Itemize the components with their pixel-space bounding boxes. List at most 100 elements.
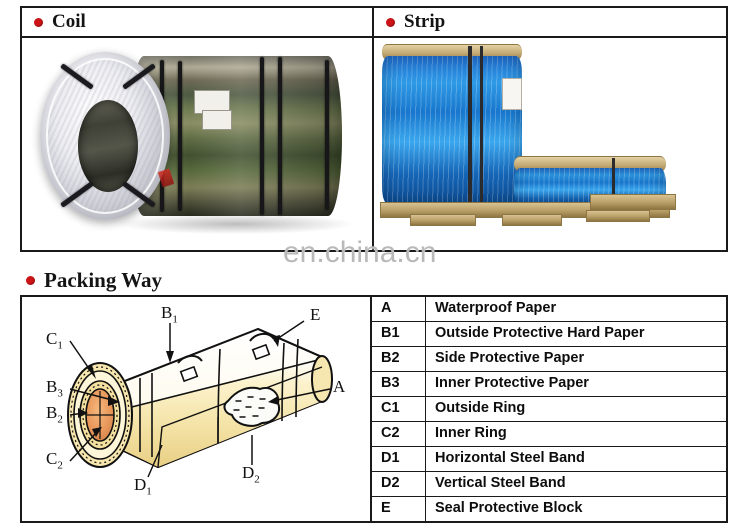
strip-photo (374, 38, 726, 250)
ring-bead-outer (70, 366, 130, 464)
diagram-label-B1: B1 (161, 303, 178, 326)
coil-strap-5 (325, 60, 329, 210)
leader-A (271, 388, 331, 402)
strip-steel-band-1 (468, 46, 472, 204)
legend-code-cell: E (372, 496, 426, 521)
strip-caption-bar: Strip (374, 8, 726, 38)
strip-steel-band-3 (612, 158, 615, 206)
coil-strap-3 (260, 57, 264, 215)
legend-code-cell: B2 (372, 345, 426, 372)
strip-title: Strip (404, 11, 446, 32)
coil-strap-4 (278, 57, 282, 215)
leader-B1-arrow (166, 351, 174, 363)
coil-illustration (22, 38, 372, 250)
diagram-label-E: E (310, 305, 321, 324)
strip-panel: Strip (374, 8, 726, 250)
legend-code-cell: B3 (372, 370, 426, 397)
strip-pallet-foot-1 (410, 214, 476, 226)
coil-panel: Coil (22, 8, 374, 250)
legend-description-cell: Waterproof Paper (425, 297, 726, 322)
packing-diagram-cell: B1 E C1 B3 B2 C2 A D1 D2 (22, 297, 372, 521)
seal-block-1 (179, 365, 199, 383)
legend-code-cell: B1 (372, 320, 426, 347)
ring-line-5 (295, 338, 299, 418)
seal-band-arc-1 (177, 355, 203, 364)
coil-strap-2 (178, 61, 182, 211)
leader-lines (69, 320, 331, 478)
cylinder-group (93, 327, 333, 469)
vertical-band-seam (157, 366, 323, 468)
legend-description-cell: Outside Protective Hard Paper (425, 320, 726, 347)
legend-code-cell: D2 (372, 471, 426, 498)
coil-caption-bar: Coil (22, 8, 372, 38)
strip-illustration (374, 38, 726, 250)
top-photo-panels: Coil (20, 6, 728, 252)
legend-description-cell: Horizontal Steel Band (425, 446, 726, 473)
strip-pallet-right (590, 194, 676, 210)
coil-title: Coil (52, 11, 86, 32)
cylinder-mid-edge (99, 358, 323, 416)
legend-description-cell: Inner Protective Paper (425, 370, 726, 397)
diagram-label-C2: C2 (46, 449, 63, 472)
coil-eye-hole (78, 100, 138, 192)
packing-way-title: Packing Way (44, 268, 163, 292)
diagram-label-D2: D2 (242, 463, 260, 486)
legend-description-cell: Outside Ring (425, 395, 726, 422)
red-bullet-icon (26, 276, 35, 285)
coil-photo (22, 38, 372, 250)
legend-description-cell: Inner Ring (425, 420, 726, 448)
legend-code-cell: C2 (372, 420, 426, 448)
coil-barrel (130, 56, 342, 216)
leader-A-arrow (268, 396, 279, 405)
red-bullet-icon (34, 17, 43, 27)
diagram-label-A: A (333, 377, 346, 396)
diagram-label-B3: B3 (46, 377, 63, 400)
leader-B3-arrow (108, 396, 120, 406)
cylinder-right-cap (311, 355, 333, 403)
legend-description-cell: Seal Protective Block (425, 496, 726, 521)
legend-code-cell: C1 (372, 395, 426, 422)
diagram-label-B2: B2 (46, 403, 63, 426)
strip-steel-band-2 (480, 46, 483, 204)
legend-code-cell: D1 (372, 446, 426, 473)
front-face-group (67, 362, 133, 468)
packing-diagram (67, 320, 333, 478)
leader-C2-arrow (92, 427, 102, 437)
leader-C1-arrow (86, 365, 96, 379)
strip-blue-coil-large (382, 56, 522, 204)
leader-E-arrow (272, 335, 280, 347)
seal-block-2 (251, 343, 271, 361)
cylinder-body-fill (100, 359, 322, 467)
coil-front-face (40, 52, 175, 220)
legend-code-cell: A (372, 297, 426, 322)
leader-C2 (69, 432, 97, 462)
ring-line-4 (281, 342, 285, 422)
legend-description-cell: Side Protective Paper (425, 345, 726, 372)
strip-pallet-foot-3 (586, 210, 650, 222)
strip-pallet-foot-2 (502, 214, 562, 226)
diagram-label-C1: C1 (46, 329, 63, 352)
waterproof-paper-patch (223, 386, 280, 427)
coil-drop-shadow (118, 214, 354, 234)
coil-label-tag-2 (202, 110, 232, 130)
leader-D1 (147, 444, 163, 478)
diagram-label-D1: D1 (134, 475, 152, 498)
packing-way-caption: Packing Way (26, 268, 162, 293)
red-bullet-icon (386, 17, 395, 27)
patch-hatching (233, 396, 266, 418)
strip-label-tag (502, 78, 522, 110)
